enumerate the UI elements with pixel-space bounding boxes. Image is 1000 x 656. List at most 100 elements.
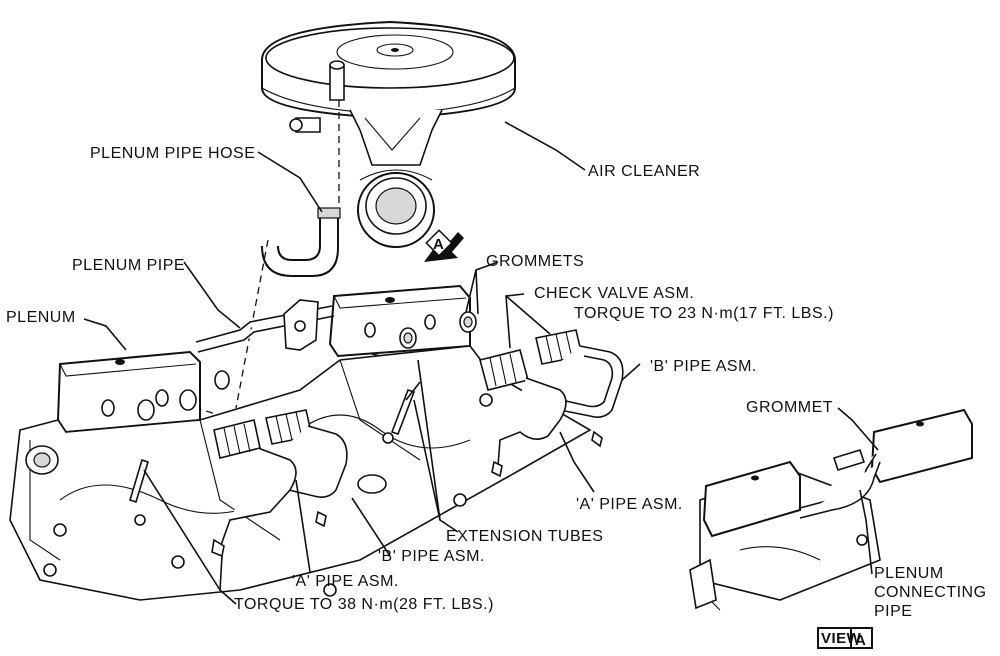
head-contour-3 bbox=[59, 484, 241, 514]
callout-labels: PLENUM PIPE HOSE AIR CLEANER GROMMETS PL… bbox=[6, 145, 987, 620]
head-contour-2 bbox=[339, 359, 421, 461]
label-a-pipe-bottom: 'A' PIPE ASM. bbox=[292, 573, 399, 590]
leader-grommet bbox=[837, 407, 879, 451]
label-grommet: GROMMET bbox=[746, 399, 833, 416]
inset-plenum-front-hole bbox=[751, 475, 759, 481]
label-plenum-pipe-hose: PLENUM PIPE HOSE bbox=[90, 145, 255, 162]
label-extension-tubes: EXTENSION TUBES bbox=[446, 528, 603, 545]
bolt-5 bbox=[453, 493, 467, 507]
label-a-pipe-right: 'A' PIPE ASM. bbox=[576, 496, 683, 513]
plenum-front bbox=[56, 350, 201, 434]
inset-plenum-front bbox=[702, 460, 801, 538]
check-valve-3-ridges bbox=[223, 423, 251, 457]
label-plenum-connecting-2: CONNECTING bbox=[874, 584, 987, 601]
snorkel-opening bbox=[375, 187, 417, 225]
inset-connecting-pipe-lower bbox=[799, 461, 881, 519]
nipple-top bbox=[329, 60, 345, 70]
plenum-port-4 bbox=[424, 314, 436, 330]
plenum-front-edge bbox=[59, 363, 197, 377]
view-tag-text: VIEW bbox=[821, 630, 862, 647]
inset-plenum-rear-hole bbox=[916, 421, 924, 427]
plenum-port-2 bbox=[155, 389, 169, 407]
label-b-pipe-bottom: 'B' PIPE ASM. bbox=[378, 548, 485, 565]
arrow-letter: A bbox=[433, 236, 444, 253]
leader-check-valve-a bbox=[505, 293, 525, 349]
bolt-3 bbox=[171, 555, 185, 569]
pipe-fitting-2 bbox=[491, 460, 503, 478]
view-a-arrow: A bbox=[424, 229, 464, 262]
inset-bolt bbox=[856, 534, 868, 546]
label-air-cleaner: AIR CLEANER bbox=[588, 163, 700, 180]
plenum-rear-hole bbox=[385, 297, 395, 303]
side-fitting-nut bbox=[289, 118, 303, 132]
leader-plenum bbox=[83, 318, 127, 351]
plenum-front-hole bbox=[115, 359, 125, 365]
leader-lines bbox=[83, 121, 879, 605]
head-contour-4 bbox=[299, 414, 471, 449]
lid-ring bbox=[336, 34, 454, 70]
view-a-inset bbox=[689, 408, 973, 611]
bracket-bolt bbox=[294, 320, 306, 332]
leader-torque-38-b bbox=[143, 469, 221, 591]
check-valve-1 bbox=[479, 349, 529, 391]
rear-valve-assembly bbox=[399, 311, 624, 478]
view-tag-letter-box bbox=[850, 627, 873, 649]
inset-plenum-rear bbox=[870, 408, 973, 484]
plenum-rear bbox=[328, 284, 471, 358]
hose-clamp bbox=[317, 207, 341, 219]
head-port bbox=[357, 474, 387, 494]
leader-plenum-pipe bbox=[183, 261, 241, 329]
label-b-pipe-right: 'B' PIPE ASM. bbox=[650, 358, 757, 375]
label-plenum: PLENUM bbox=[6, 309, 76, 326]
leader-check-valve-b bbox=[505, 295, 551, 335]
snorkel-bracket bbox=[349, 109, 443, 166]
front-valve-assembly bbox=[137, 370, 348, 558]
air-cleaner-assembly bbox=[261, 20, 516, 248]
plenum-port-3 bbox=[364, 322, 376, 338]
inset-contour bbox=[739, 546, 821, 561]
leader-a-pipe-bottom bbox=[295, 479, 311, 573]
a-pipe-right bbox=[497, 377, 567, 467]
label-plenum-connecting-1: PLENUM bbox=[874, 565, 944, 582]
extension-tube-1 bbox=[390, 388, 416, 436]
label-plenum-connecting-3: PIPE bbox=[874, 603, 912, 620]
extension-tube-tip bbox=[405, 381, 421, 401]
grommet-2-hole bbox=[463, 316, 473, 328]
bolt-6 bbox=[382, 432, 394, 444]
lid-stud bbox=[391, 48, 399, 52]
view-tag-letter: A bbox=[855, 632, 866, 649]
label-torque-38: TORQUE TO 38 N·m(28 FT. LBS.) bbox=[234, 596, 494, 613]
pipe-fitting-4 bbox=[315, 510, 327, 528]
leader-a-pipe-right bbox=[559, 431, 595, 493]
inset-grommet-fitting bbox=[832, 449, 866, 471]
grommet-4 bbox=[179, 389, 197, 411]
grommet-5 bbox=[214, 370, 230, 390]
label-plenum-pipe: PLENUM PIPE bbox=[72, 257, 185, 274]
label-grommets: GROMMETS bbox=[486, 253, 584, 270]
leader-extension-b bbox=[417, 359, 441, 521]
snorkel-top bbox=[359, 169, 433, 181]
leader-b-pipe-bottom bbox=[351, 497, 391, 557]
plenum-pipe-hose-inner bbox=[277, 212, 321, 261]
a-pipe-front bbox=[219, 447, 297, 549]
leader-plenum-connecting bbox=[859, 489, 873, 575]
view-a-tag: VIEW A bbox=[817, 627, 873, 649]
leader-b-pipe-right bbox=[621, 363, 641, 381]
thermostat-opening bbox=[33, 452, 51, 468]
bracket-web bbox=[364, 117, 421, 151]
leader-air-cleaner bbox=[504, 121, 586, 171]
arrow-box bbox=[425, 229, 453, 257]
valve-mount bbox=[479, 393, 493, 407]
bolt-7 bbox=[134, 514, 146, 526]
bolt-2 bbox=[43, 563, 57, 577]
plenum-port-1 bbox=[101, 399, 115, 417]
head-edge-left bbox=[29, 440, 61, 561]
inset-bracket bbox=[689, 558, 717, 610]
plenum-rear-edge bbox=[333, 295, 467, 309]
bolt-1 bbox=[53, 523, 67, 537]
wing-nut bbox=[376, 43, 414, 57]
check-valve-1-ridges bbox=[489, 353, 517, 387]
air-cleaner-lid bbox=[265, 27, 515, 89]
bolt-4 bbox=[323, 583, 337, 597]
